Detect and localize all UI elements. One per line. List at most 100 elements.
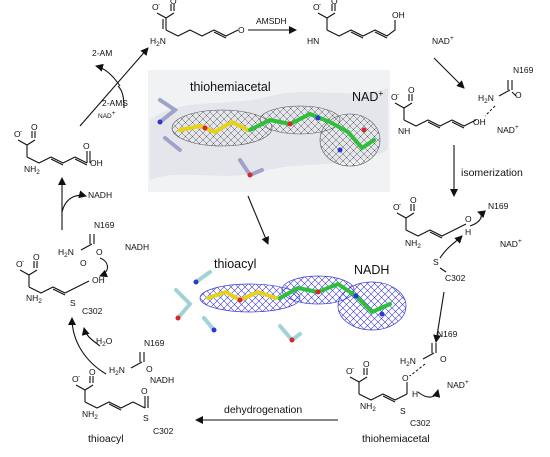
svg-text:C302: C302 (82, 306, 103, 316)
bound-enol-n169: N169 O H2N O - O OH NH NAD+ (391, 65, 534, 136)
svg-text:N169: N169 (437, 329, 458, 339)
svg-text:-: - (399, 201, 401, 208)
svg-text:S: S (70, 298, 76, 308)
svg-text:S: S (143, 413, 149, 423)
svg-text:O: O (313, 2, 320, 12)
label-nad-plus-left: NAD+ (98, 110, 116, 120)
label-2am: 2-AM (92, 48, 112, 58)
atom-o: O (170, 0, 177, 6)
arrow-to-bound-enol (433, 57, 465, 89)
svg-text:O: O (14, 129, 21, 139)
svg-text:O: O (515, 90, 522, 100)
svg-text:O: O (346, 366, 353, 376)
atom-h2n: H2N (150, 36, 166, 48)
substrate-aldehyde: O - O O H2N (150, 0, 245, 48)
svg-text:C302: C302 (410, 418, 431, 428)
svg-text:O: O (440, 354, 447, 364)
svg-text:NAD+: NAD+ (497, 124, 519, 135)
svg-text:-: - (319, 1, 321, 8)
svg-text:O: O (96, 247, 103, 257)
label-thiohemiacetal-bottom: thiohemiacetal (362, 433, 430, 445)
svg-text:O: O (146, 364, 153, 374)
tetrahedral-intermediate: N169 H2N O NADH O - O OH O NH2 S C302 (16, 220, 149, 316)
arrow-panel-transition (247, 195, 269, 245)
label-water: H2O (96, 336, 113, 348)
svg-text:N169: N169 (488, 201, 509, 211)
nad-plus-top-right: NAD+ (432, 35, 454, 46)
svg-text:H2N: H2N (58, 247, 74, 259)
panel-label-thiohemiacetal: thiohemiacetal (190, 80, 271, 94)
svg-text:-: - (78, 373, 80, 380)
svg-text:NH: NH (398, 126, 410, 136)
panel-label-nad-plus: NAD+ (352, 88, 383, 104)
svg-text:OH: OH (92, 275, 105, 285)
svg-text:N169: N169 (144, 338, 165, 348)
atom-o: O (238, 25, 245, 35)
svg-text:NH2: NH2 (405, 238, 421, 250)
svg-text:O: O (363, 359, 370, 369)
label-dehydrogenation: dehydrogenation (224, 404, 302, 416)
arrow-to-thiohemiacetal (433, 291, 445, 343)
svg-text:O: O (141, 386, 148, 396)
svg-text:NH2: NH2 (82, 409, 98, 421)
panel-label-thioacyl: thioacyl (214, 257, 256, 271)
svg-text:H: H (412, 389, 418, 399)
svg-text:OH: OH (392, 10, 405, 20)
arrow-hydrolysis (68, 317, 107, 375)
svg-text:-: - (352, 365, 354, 372)
svg-text:O: O (331, 0, 338, 6)
svg-text:O: O (408, 85, 415, 95)
svg-text:C302: C302 (153, 426, 174, 436)
svg-text:O: O (410, 195, 417, 205)
crystal-structure-bottom (174, 270, 407, 343)
svg-text:C302: C302 (445, 273, 466, 283)
svg-text:O: O (80, 258, 87, 268)
atom-o-minus: O (152, 2, 159, 12)
svg-text:S: S (433, 257, 439, 267)
panel-label-nadh: NADH (354, 263, 389, 277)
svg-text:S: S (400, 406, 406, 416)
charge-minus: - (158, 1, 160, 8)
svg-text:O: O (72, 374, 79, 384)
svg-text:N169: N169 (94, 220, 115, 230)
product-2-ams: O - O O OH NH2 (14, 122, 103, 176)
svg-text:O: O (465, 214, 472, 224)
svg-text:-: - (397, 91, 399, 98)
svg-text:OH: OH (473, 117, 486, 127)
svg-text:-: - (22, 258, 24, 265)
svg-text:O: O (391, 92, 398, 102)
svg-text:O: O (402, 373, 409, 383)
crystal-structure-top (148, 70, 390, 192)
svg-text:O: O (83, 141, 90, 151)
svg-text:-: - (20, 128, 22, 135)
svg-text:H: H (465, 227, 471, 237)
svg-text:O: O (31, 122, 38, 132)
svg-text:O: O (33, 252, 40, 262)
thioacyl-structure: N169 H2N O NADH O - O O NH2 S C302 (72, 338, 174, 436)
label-isomerization: isomerization (461, 167, 523, 179)
svg-text:OH: OH (90, 158, 103, 168)
svg-text:O: O (89, 367, 96, 377)
label-2ams: 2-AMS (102, 98, 128, 108)
svg-text:O: O (393, 202, 400, 212)
arrow-2am (79, 47, 149, 127)
svg-text:H2N: H2N (109, 365, 125, 377)
svg-text:H2N: H2N (400, 356, 416, 368)
svg-text:NAD+: NAD+ (447, 379, 469, 390)
thiohemiacetal-structure: N169 H2N O O - O O - H NH2 S C302 NAD+ (346, 329, 469, 428)
svg-text:NH2: NH2 (24, 164, 40, 176)
label-amsdh: AMSDH (256, 16, 287, 26)
svg-text:H2N: H2N (478, 93, 494, 105)
svg-text:NADH: NADH (150, 375, 174, 385)
svg-text:-: - (409, 372, 411, 379)
svg-text:NADH: NADH (125, 242, 149, 252)
svg-text:NH2: NH2 (26, 293, 42, 305)
svg-text:NAD+: NAD+ (500, 238, 522, 249)
label-nadh-out: NADH (88, 190, 112, 200)
svg-text:HN: HN (307, 36, 319, 46)
svg-text:O: O (16, 259, 23, 269)
substrate-enol: O - O OH HN (307, 0, 405, 46)
svg-text:NH2: NH2 (360, 401, 376, 413)
svg-text:N169: N169 (513, 65, 534, 75)
